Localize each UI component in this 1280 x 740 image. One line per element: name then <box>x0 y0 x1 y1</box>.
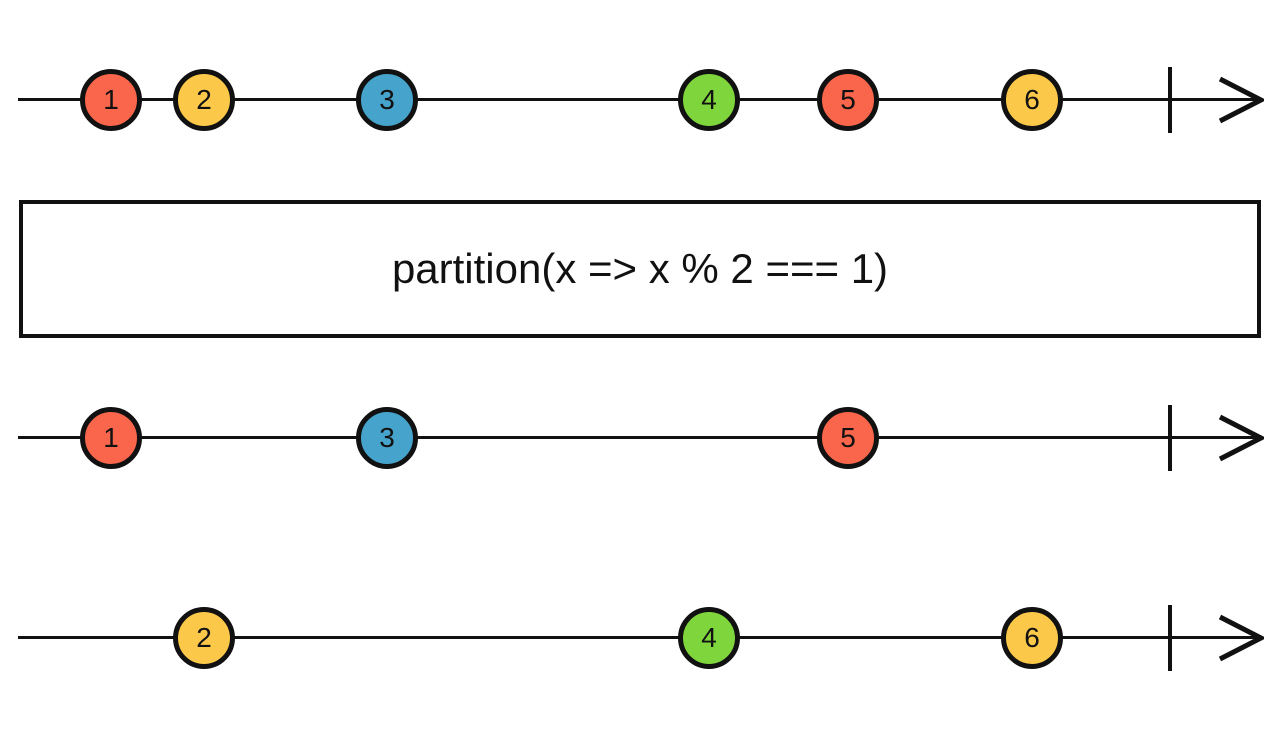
complete-marker <box>1168 605 1172 671</box>
arrowhead-icon <box>1218 76 1264 124</box>
arrowhead-icon <box>1218 614 1264 662</box>
timeline-axis <box>18 436 1260 439</box>
complete-marker <box>1168 67 1172 133</box>
marble-3: 3 <box>356 69 418 131</box>
marble-5: 5 <box>817 407 879 469</box>
marble-5: 5 <box>817 69 879 131</box>
marble-1: 1 <box>80 407 142 469</box>
marble-2: 2 <box>173 69 235 131</box>
operator-box: partition(x => x % 2 === 1) <box>19 200 1261 338</box>
marble-4: 4 <box>678 607 740 669</box>
complete-marker <box>1168 405 1172 471</box>
marble-6: 6 <box>1001 69 1063 131</box>
operator-label: partition(x => x % 2 === 1) <box>391 245 889 292</box>
marble-2: 2 <box>173 607 235 669</box>
arrowhead-icon <box>1218 414 1264 462</box>
marble-4: 4 <box>678 69 740 131</box>
marble-1: 1 <box>80 69 142 131</box>
marble-6: 6 <box>1001 607 1063 669</box>
timeline-axis <box>18 98 1260 101</box>
marble-3: 3 <box>356 407 418 469</box>
timeline-axis <box>18 636 1260 639</box>
